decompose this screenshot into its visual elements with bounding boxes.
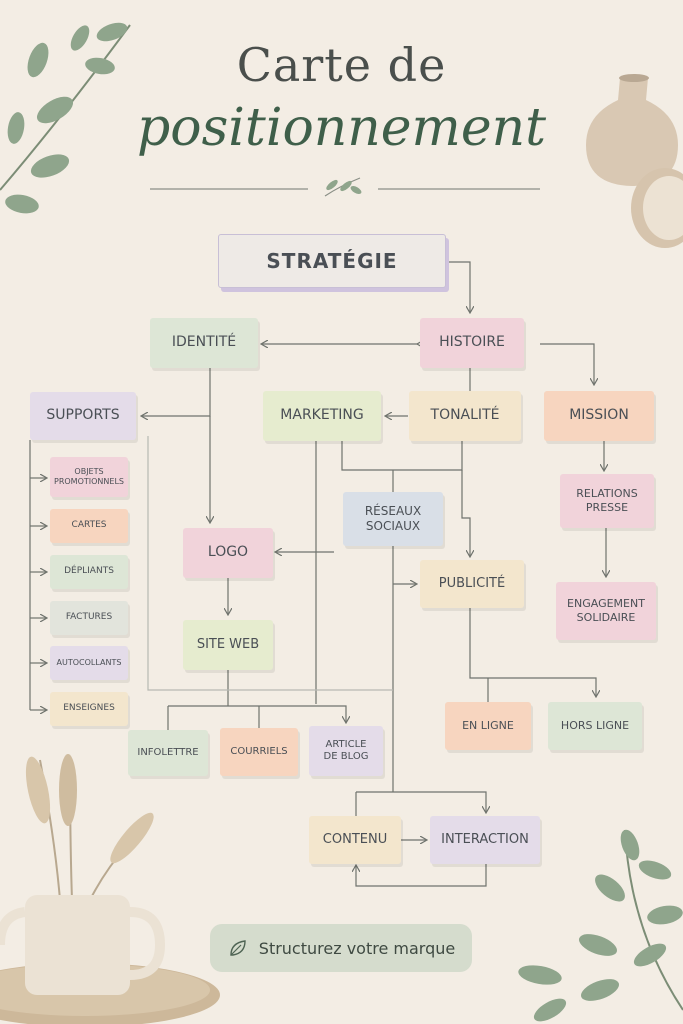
node-courriels: COURRIELS (220, 728, 298, 776)
node-contenu: CONTENU (309, 816, 401, 864)
structure-brand-button[interactable]: Structurez votre marque (210, 924, 472, 972)
link-digital-bar (168, 705, 346, 722)
node-logo: LOGO (183, 528, 273, 578)
node-reseaux: RÉSEAUX SOCIAUX (343, 492, 443, 546)
title-line-1: Carte de (236, 38, 447, 92)
node-cartes: CARTES (50, 509, 128, 543)
pampas-mug-decoration (0, 754, 220, 1024)
node-factures: FACTURES (50, 601, 128, 635)
node-article: ARTICLE DE BLOG (309, 726, 383, 776)
node-relations: RELATIONS PRESSE (560, 474, 654, 528)
node-engagement: ENGAGEMENT SOLIDAIRE (556, 582, 656, 640)
structure-brand-label: Structurez votre marque (258, 938, 456, 958)
link-supports-return (147, 436, 393, 691)
node-tonalite: TONALITÉ (409, 391, 521, 441)
node-objets: OBJETS PROMOTIONNELS (50, 457, 128, 497)
link-identite-supports (142, 368, 211, 416)
link-histoire-mission (540, 343, 594, 384)
node-site-web: SITE WEB (183, 620, 273, 670)
node-identite: IDENTITÉ (150, 318, 258, 368)
link-tonalite-branches (341, 440, 463, 471)
node-interaction: INTERACTION (430, 816, 540, 864)
node-depliants: DÉPLIANTS (50, 555, 128, 589)
link-strategie-histoire (446, 261, 470, 312)
link-tonalite-publicite (461, 470, 470, 556)
node-publicite: PUBLICITÉ (420, 560, 524, 608)
node-marketing: MARKETING (263, 391, 381, 441)
title-divider (150, 177, 540, 197)
vase-decoration (586, 74, 683, 248)
node-mission: MISSION (544, 391, 654, 441)
eucalyptus-branch-top-left (0, 22, 131, 214)
node-histoire: HISTOIRE (420, 318, 524, 368)
node-supports: SUPPORTS (30, 392, 136, 440)
link-loop (356, 864, 487, 887)
eucalyptus-branch-bottom-right (518, 829, 683, 1022)
leaf-icon (230, 940, 246, 956)
link-publicite-down (469, 608, 596, 696)
node-hors-ligne: HORS LIGNE (548, 702, 642, 750)
node-autocollants: AUTOCOLLANTS (50, 646, 128, 680)
node-infolettre: INFOLETTRE (128, 730, 208, 776)
node-strategie: STRATÉGIE (218, 234, 446, 288)
link-content-bar (356, 791, 486, 812)
title-line-2: positionnement (137, 98, 546, 158)
node-en-ligne: EN LIGNE (445, 702, 531, 750)
node-enseignes: ENSEIGNES (50, 692, 128, 726)
